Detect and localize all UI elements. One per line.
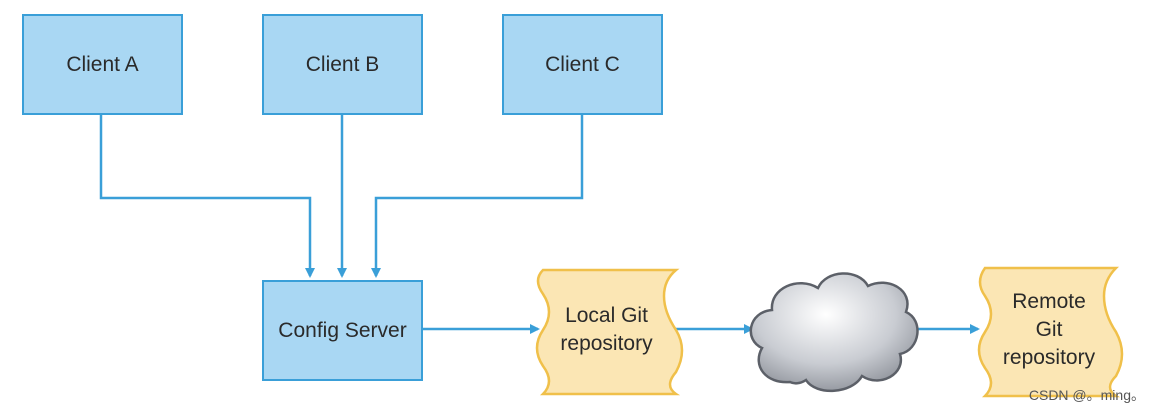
connector-client-c [371,115,584,278]
cloud-icon [749,272,919,393]
config-server-label: Config Server [278,318,407,342]
client-a-box: Client A [22,14,183,115]
remote-repo-label: Remote Git repository [986,288,1112,372]
local-repo-line-2: repository [560,332,653,355]
local-repo-label: Local Git repository [544,302,669,358]
watermark: CSDN @。ming。 [1028,387,1145,403]
remote-repo-line-3: repository [1002,346,1096,369]
connector-client-a [99,115,315,278]
remote-repo-shape [977,266,1124,398]
client-b-label: Client B [305,52,380,76]
remote-repo-line-1: Remote [1012,290,1086,313]
client-c-label: Client C [545,52,620,76]
config-server-box: Config Server [262,280,423,381]
client-c-box: Client C [502,14,663,115]
client-b-box: Client B [262,14,423,115]
remote-repo-line-2: Git [1035,318,1063,341]
local-repo-shape [535,268,684,396]
local-repo-line-1: Local Git [565,304,648,327]
client-a-label: Client A [66,52,139,76]
